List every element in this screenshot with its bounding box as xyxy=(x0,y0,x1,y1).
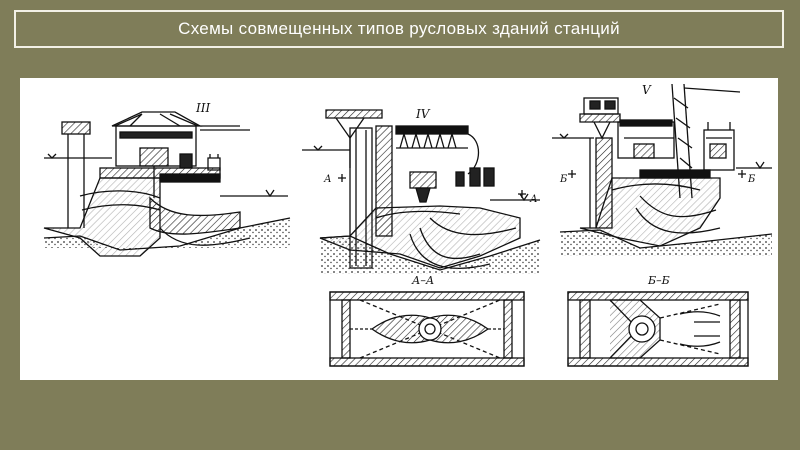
diagram-panel: III xyxy=(20,78,778,380)
title-bar: Схемы совмещенных типов русловых зданий … xyxy=(14,10,784,48)
scheme-iv-drawing xyxy=(302,109,541,274)
cut-mark-a-right: А xyxy=(529,194,538,205)
section-bb-drawing xyxy=(567,291,749,367)
section-bb-label: Б–Б xyxy=(647,274,670,287)
cut-mark-a-left: А xyxy=(323,174,332,185)
scheme-iii-drawing xyxy=(43,111,291,257)
slide-title: Схемы совмещенных типов русловых зданий … xyxy=(178,19,620,38)
scheme-v-drawing xyxy=(552,83,773,256)
scheme-v-label: V xyxy=(642,83,652,97)
scheme-iv-label: IV xyxy=(415,107,431,121)
section-aa-drawing xyxy=(329,291,525,367)
scheme-iii-label: III xyxy=(195,101,210,115)
cut-mark-b-right: Б xyxy=(747,174,756,185)
cut-mark-b-left: Б xyxy=(559,174,568,185)
hydro-station-drawings: III xyxy=(43,83,773,367)
section-aa-label: А–А xyxy=(411,274,434,287)
